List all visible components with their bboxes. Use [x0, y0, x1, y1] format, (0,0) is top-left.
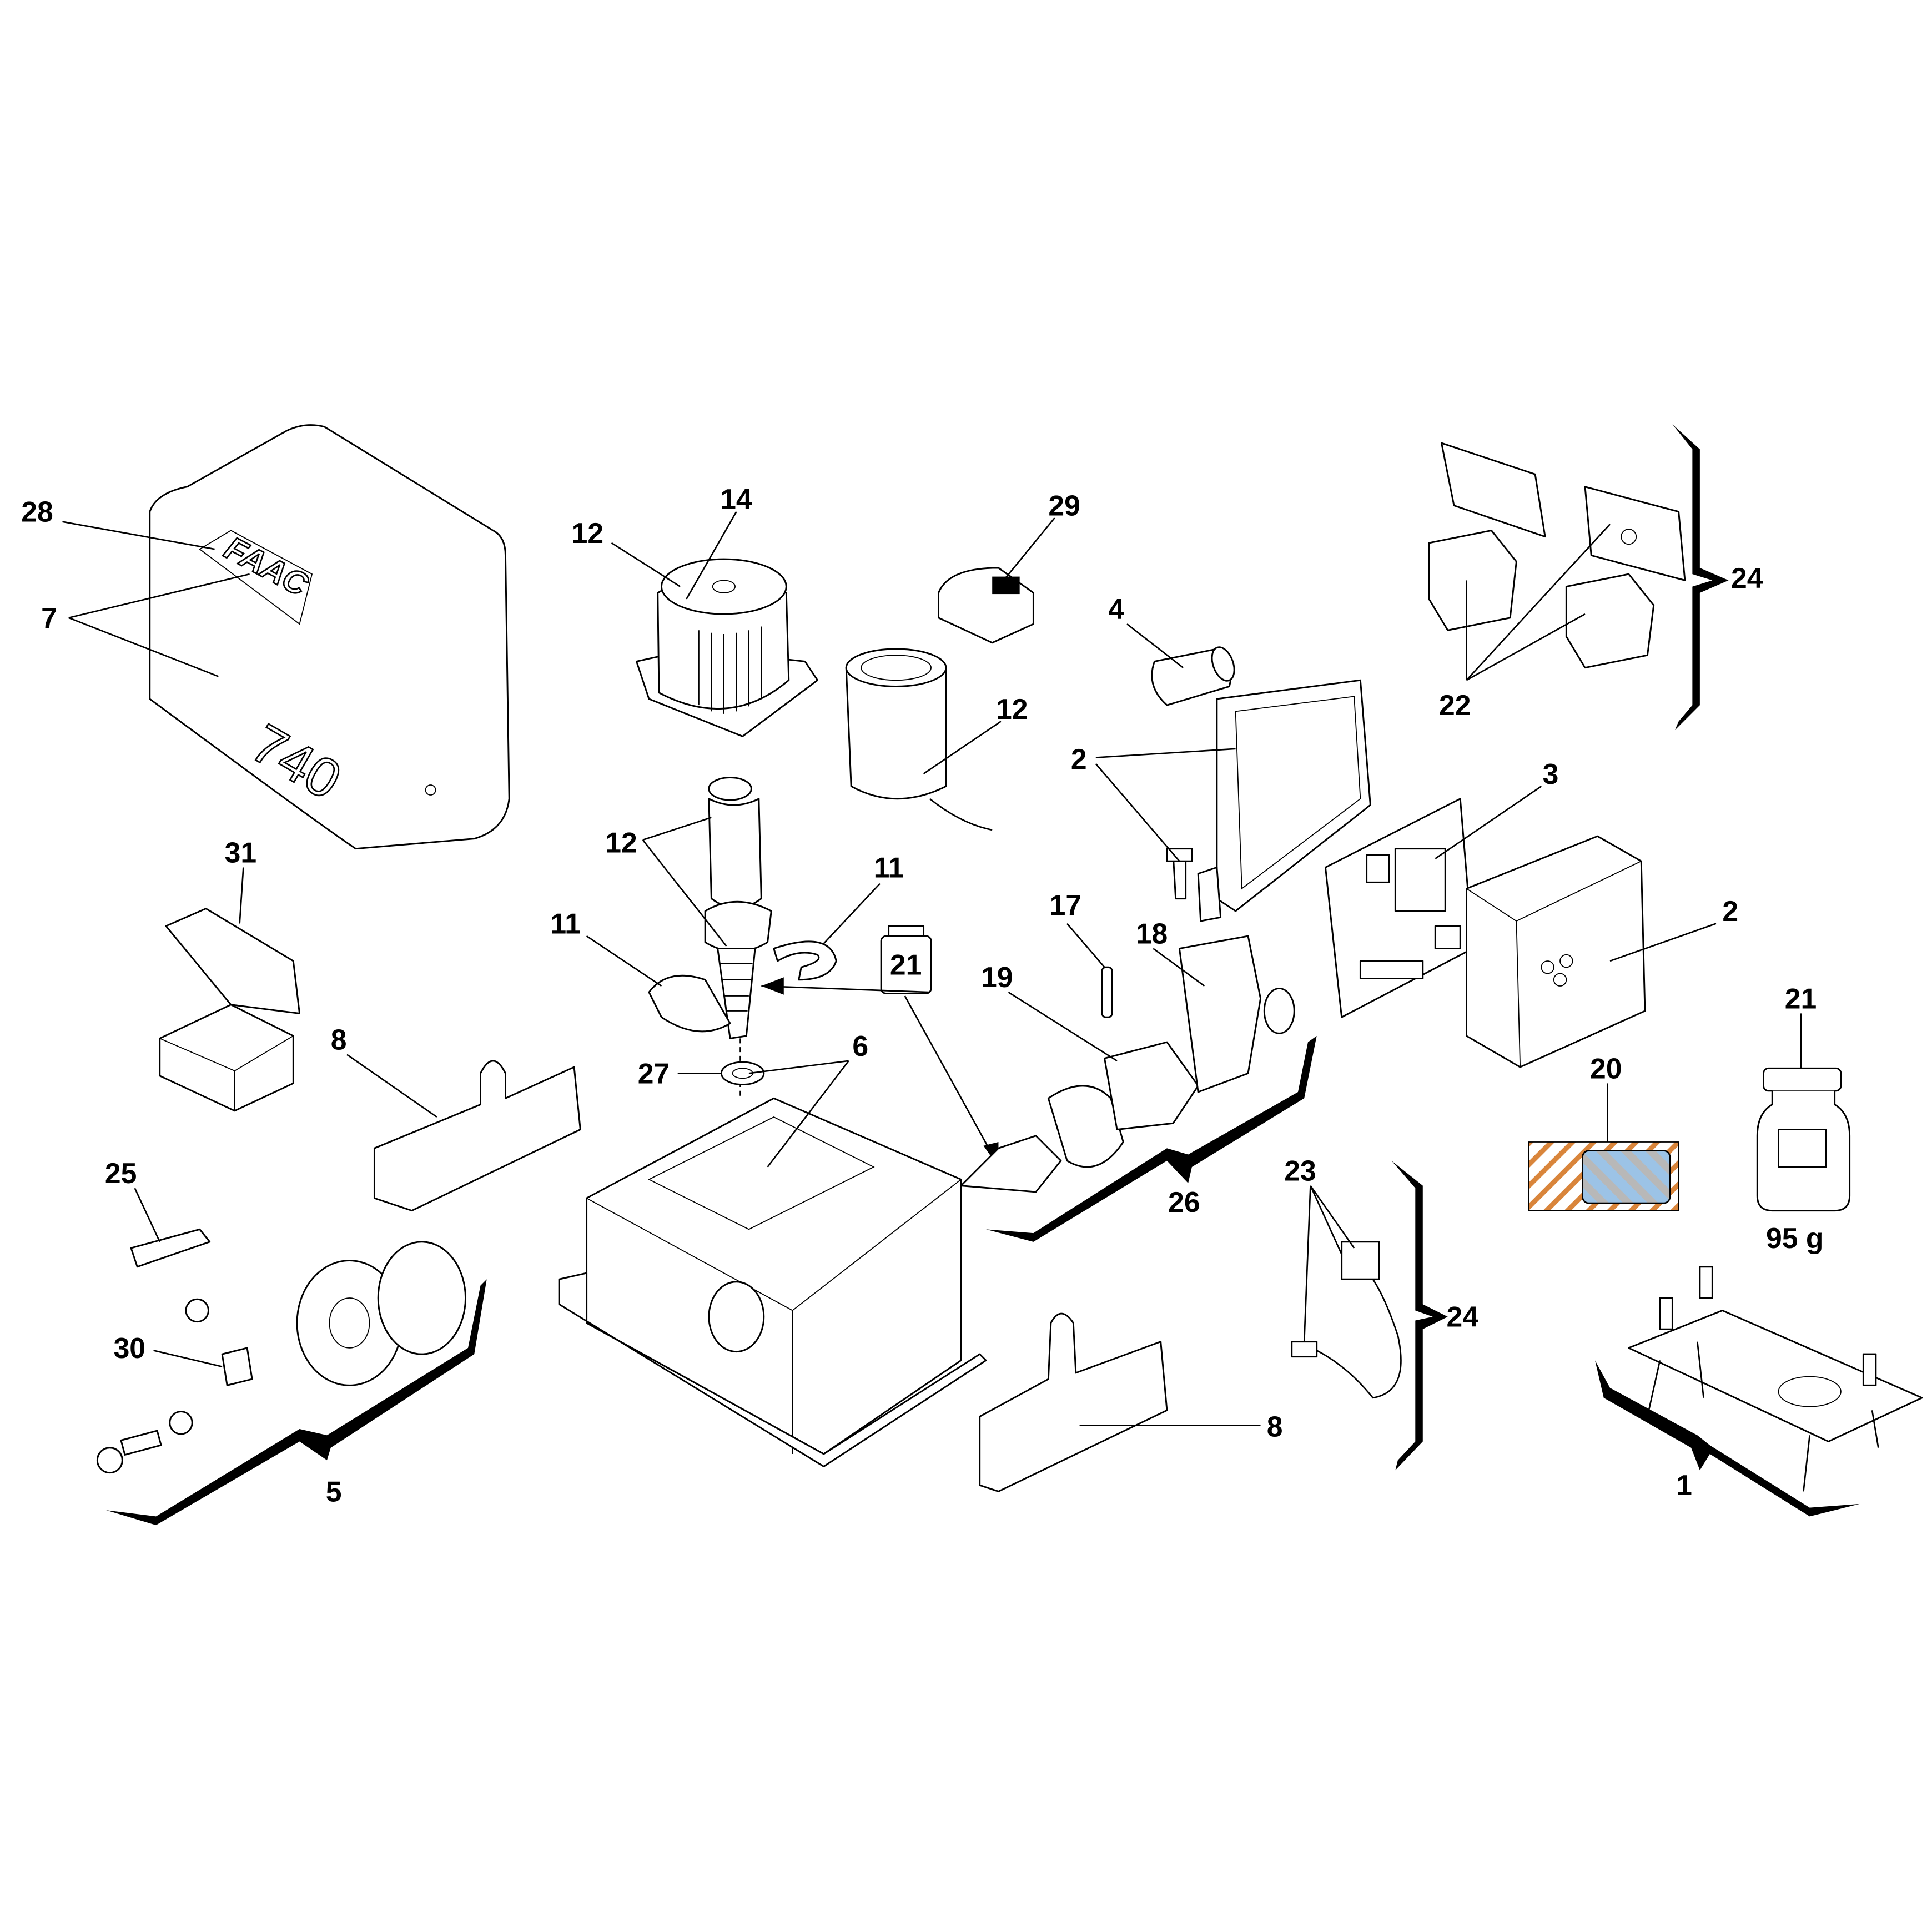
callout-18: 18	[1136, 918, 1168, 950]
limit-switch-harness	[1291, 1241, 1402, 1399]
rotor	[704, 777, 772, 1039]
callout-4: 4	[1108, 593, 1124, 625]
callout-17: 17	[1050, 889, 1082, 921]
receiver-module	[938, 567, 1034, 644]
callout-labels: 28 7 14 12 29 4 12 2 3 24 22 12 11 11 21…	[21, 483, 1817, 1507]
callout-30: 30	[114, 1332, 146, 1364]
callout-2: 2	[1722, 895, 1738, 927]
callout-12: 12	[996, 693, 1028, 725]
callout-22: 22	[1439, 689, 1471, 721]
capacitor	[1151, 646, 1235, 706]
callout-29: 29	[1048, 489, 1080, 521]
callout-3: 3	[1543, 758, 1559, 790]
oil-seal	[720, 1061, 765, 1086]
release-handwheel	[96, 1228, 466, 1474]
callout-12: 12	[605, 826, 637, 858]
foundation-plate	[1628, 1266, 1923, 1492]
callout-7: 7	[41, 602, 57, 634]
motor-stator	[845, 648, 993, 831]
callout-20: 20	[1590, 1052, 1622, 1084]
callout-21-box: 21	[890, 949, 922, 981]
limit-switch-plates	[1428, 442, 1686, 669]
grease-sachet	[1528, 1141, 1679, 1211]
motor-cap	[636, 558, 818, 737]
callout-19: 19	[981, 961, 1013, 993]
pin	[1101, 966, 1113, 1018]
callout-12: 12	[572, 517, 604, 549]
callout-11: 11	[874, 851, 904, 883]
callout-25: 25	[105, 1157, 137, 1189]
grease-weight: 95 g	[1766, 1222, 1823, 1254]
board-bracket	[1166, 679, 1371, 922]
callout-6: 6	[852, 1030, 868, 1062]
callout-24: 24	[1447, 1301, 1479, 1333]
motor-cover: FAAC 740	[149, 424, 510, 850]
callout-31: 31	[225, 836, 257, 868]
control-board	[1324, 798, 1474, 1018]
grease-reference-box	[880, 925, 932, 994]
callout-24: 24	[1731, 562, 1763, 594]
callout-5: 5	[326, 1475, 342, 1507]
callout-11: 11	[550, 908, 581, 940]
callout-8: 8	[1267, 1411, 1283, 1443]
retaining-rings	[648, 940, 837, 1033]
callout-28: 28	[21, 496, 53, 528]
callout-8: 8	[331, 1024, 347, 1056]
callout-27: 27	[638, 1057, 670, 1089]
board-housing	[1466, 835, 1646, 1068]
gearbox-housing	[558, 1097, 987, 1467]
callout-26: 26	[1168, 1186, 1200, 1218]
leader-lines	[62, 511, 1802, 1426]
grease-jar	[1756, 1067, 1851, 1212]
callout-21: 21	[1785, 982, 1817, 1014]
side-covers	[373, 1060, 1168, 1492]
callout-2: 2	[1071, 743, 1087, 775]
callout-23: 23	[1284, 1155, 1316, 1187]
packaging-box	[159, 908, 300, 1112]
assembly-braces	[106, 424, 1860, 1526]
callout-1: 1	[1676, 1469, 1692, 1501]
callout-14: 14	[720, 483, 752, 515]
output-shaft	[960, 935, 1295, 1193]
